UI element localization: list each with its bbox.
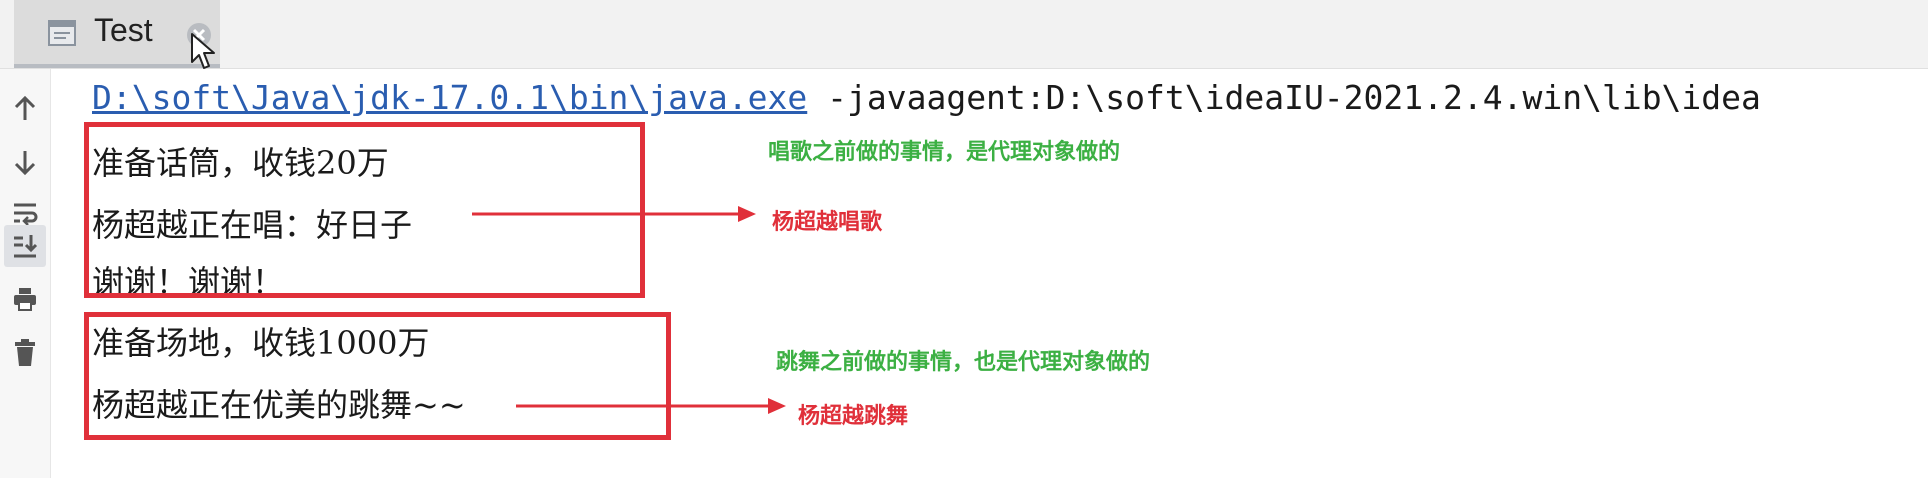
dance-highlight-box bbox=[84, 312, 671, 440]
tab-title: Test bbox=[94, 12, 153, 48]
output-line: 杨超越正在优美的跳舞~~ bbox=[92, 386, 466, 424]
scroll-to-end-icon bbox=[14, 235, 38, 258]
down-arrow-icon bbox=[14, 151, 36, 176]
soft-wrap-icon bbox=[14, 203, 38, 226]
console-toolbar bbox=[0, 69, 51, 478]
output-line: 杨超越正在唱：好日子 bbox=[92, 206, 413, 244]
print-button[interactable] bbox=[4, 278, 46, 320]
sing-highlight-box bbox=[84, 122, 645, 298]
scroll-to-end-button[interactable] bbox=[4, 225, 46, 267]
java-exe-link[interactable]: D:\soft\Java\jdk-17.0.1\bin\java.exe bbox=[92, 78, 808, 117]
console-window-icon bbox=[48, 20, 76, 46]
sing-proxy-note: 唱歌之前做的事情，是代理对象做的 bbox=[768, 140, 1121, 165]
mouse-cursor-icon bbox=[191, 33, 215, 69]
command-line: D:\soft\Java\jdk-17.0.1\bin\java.exe -ja… bbox=[92, 78, 1928, 117]
trash-icon bbox=[15, 339, 35, 366]
dance-label: 杨超越跳舞 bbox=[798, 404, 909, 429]
sing-arrow-icon bbox=[472, 206, 756, 222]
tab-test[interactable]: Test bbox=[14, 0, 220, 68]
soft-wrap-button[interactable] bbox=[4, 192, 46, 234]
clear-button[interactable] bbox=[4, 332, 46, 374]
tab-bar: Test bbox=[0, 0, 1928, 69]
up-arrow-icon bbox=[14, 95, 36, 120]
print-icon bbox=[14, 288, 36, 311]
output-line: 准备话筒，收钱20万 bbox=[92, 144, 389, 182]
output-line: 准备场地，收钱1000万 bbox=[92, 324, 430, 362]
dance-arrow-icon bbox=[516, 398, 786, 414]
up-button[interactable] bbox=[4, 87, 46, 129]
command-args: -javaagent:D:\soft\ideaIU-2021.2.4.win\l… bbox=[807, 78, 1761, 117]
down-button[interactable] bbox=[4, 142, 46, 184]
dance-proxy-note: 跳舞之前做的事情，也是代理对象做的 bbox=[776, 350, 1151, 375]
sing-label: 杨超越唱歌 bbox=[772, 210, 883, 235]
